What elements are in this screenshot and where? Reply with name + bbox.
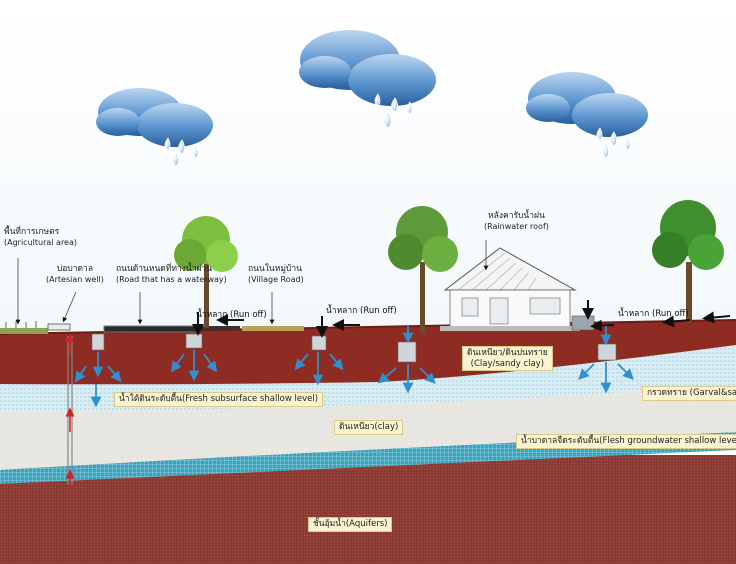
rainwater-roof-label: หลังคารับน้ำฝน (Rainwater roof) (484, 211, 549, 231)
well-label-th: บ่อบาดาล (56, 264, 94, 274)
well-label-en: (Artesian well) (46, 274, 104, 284)
gravel-sand-label: กรวดทราย (Garval&sand) (642, 386, 736, 401)
fresh-subsurface-label: น้ำใต้ดินระดับตื้น(Fresh subsurface shal… (114, 392, 324, 407)
roof-label-th: หลังคารับน้ำฝน (488, 211, 545, 221)
cloud-middle (299, 30, 436, 129)
clay-sandy-th: ดินเหนียว/ดินปนทราย (467, 348, 548, 358)
clay-label: ดินเหนียว(clay) (334, 420, 404, 435)
roof-label-en: (Rainwater roof) (484, 221, 549, 231)
village-road-label: ถนนในหมู่บ้าน (Village Road) (248, 264, 304, 284)
runoff-label-3: น้ำหลาก (Run off) (618, 309, 689, 319)
aquifers-label: ชั้นอุ้มน้ำ(Aquifers) (308, 517, 393, 532)
tree-middle (388, 206, 458, 334)
road-label-en: (Road that has a waterway) (116, 274, 227, 284)
village-road (242, 326, 304, 331)
artesian-well-label: บ่อบาดาล (Artesian well) (46, 264, 104, 284)
runoff-label-1: น้ำหลาก (Run off) (196, 310, 267, 320)
artesian-well-head (47, 323, 71, 331)
clay-sandy-en: (Clay/sandy clay) (470, 358, 545, 369)
runoff-arrows (192, 300, 731, 338)
agri-label-en: (Agricultural area) (4, 237, 77, 247)
topsoil-layer (0, 320, 736, 385)
road-label-th: ถนนด้านหนดที่ทางน้ำผ่าน (116, 264, 213, 274)
rainwater-house (440, 247, 595, 331)
village-label-th: ถนนในหมู่บ้าน (248, 264, 302, 274)
fresh-groundwater-label: น้ำบาดาลจืดระดับตื้น(Flesh groundwater s… (516, 434, 736, 449)
cloud-left (96, 88, 213, 167)
agri-field (0, 328, 48, 334)
agricultural-area-label: พื้นที่การเกษตร (Agricultural area) (4, 227, 77, 247)
tree-right (652, 200, 724, 322)
waterway-road-label: ถนนด้านหนดที่ทางน้ำผ่าน (Road that has a… (116, 264, 227, 284)
waterway-road (103, 325, 201, 333)
cloud-right (526, 72, 648, 159)
clay-sandy-label: ดินเหนียว/ดินปนทราย (Clay/sandy clay) (462, 346, 553, 372)
water-tank (571, 315, 595, 331)
village-label-en: (Village Road) (248, 274, 304, 284)
tree-left (174, 216, 238, 328)
runoff-label-2: น้ำหลาก (Run off) (326, 306, 397, 316)
infiltration-arrows (75, 326, 634, 408)
agri-label-th: พื้นที่การเกษตร (4, 227, 60, 237)
infiltration-pit (91, 333, 105, 351)
